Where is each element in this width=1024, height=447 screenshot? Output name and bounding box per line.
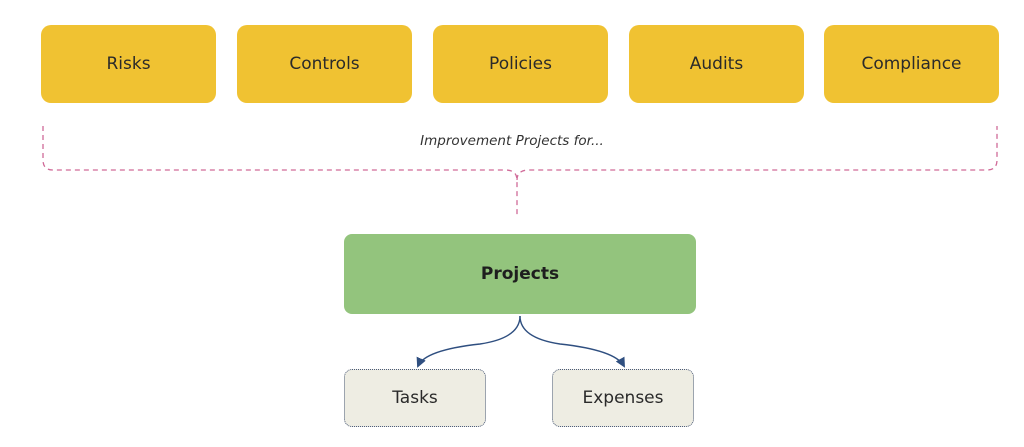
expenses-box: Expenses [552,369,694,427]
category-label: Controls [289,54,360,74]
category-box-risks: Risks [41,25,216,103]
category-label: Audits [689,54,744,74]
projects-box: Projects [344,234,696,314]
tasks-box: Tasks [344,369,486,427]
brace-caption: Improvement Projects for... [420,133,604,149]
expenses-label: Expenses [582,388,664,408]
category-box-audits: Audits [629,25,804,103]
category-label: Policies [489,54,552,74]
projects-label: Projects [480,264,560,284]
category-label: Risks [106,54,151,74]
tasks-label: Tasks [392,388,438,408]
category-label: Compliance [861,54,962,74]
category-box-compliance: Compliance [824,25,999,103]
category-box-controls: Controls [237,25,412,103]
category-box-policies: Policies [433,25,608,103]
arrow-to-expenses [519,315,625,368]
arrow-to-tasks [416,315,521,368]
